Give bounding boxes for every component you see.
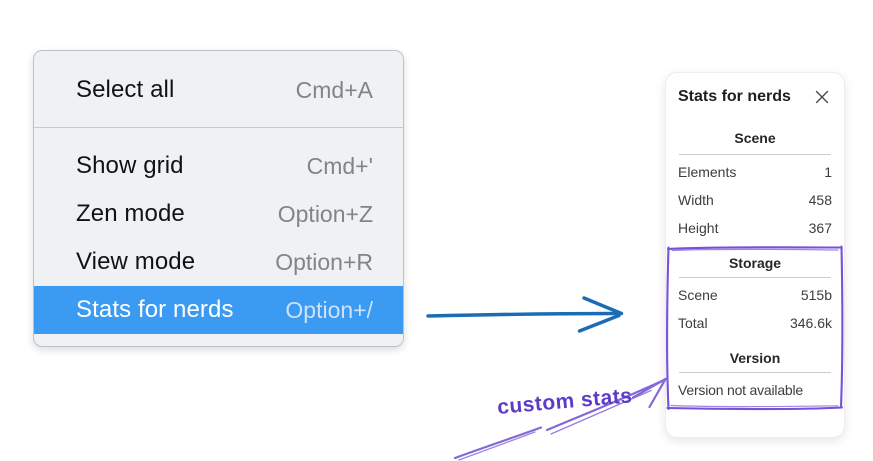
- version-section-heading: Version: [729, 350, 781, 366]
- menu-item-label: Zen mode: [76, 200, 185, 227]
- stat-row-scene-storage: Scene 515b: [678, 281, 832, 309]
- context-menu: Select all Cmd+A Show grid Cmd+' Zen mod…: [33, 50, 404, 347]
- stat-row-total-storage: Total 346.6k: [678, 309, 832, 337]
- stat-value: 458: [808, 192, 832, 208]
- menu-item-shortcut: Cmd+': [306, 152, 373, 179]
- menu-item-label: Show grid: [76, 152, 184, 179]
- stats-panel-header: Stats for nerds: [678, 87, 832, 107]
- stat-label: Total: [678, 315, 708, 331]
- section-divider: [679, 277, 831, 278]
- menu-item-shortcut: Cmd+A: [295, 76, 373, 103]
- menu-item-shortcut: Option+Z: [277, 200, 373, 227]
- close-icon: [815, 90, 829, 104]
- stat-value: 1: [824, 164, 832, 180]
- menu-item-show-grid[interactable]: Show grid Cmd+': [34, 142, 403, 190]
- stat-value: 346.6k: [789, 315, 832, 331]
- menu-divider: [34, 127, 403, 128]
- menu-item-stats-for-nerds[interactable]: Stats for nerds Option+/: [34, 286, 403, 334]
- arrow-right-drawing: [426, 296, 624, 333]
- stat-label: Height: [678, 220, 719, 236]
- stat-label: Width: [678, 192, 714, 208]
- menu-item-label: View mode: [76, 248, 196, 275]
- stats-panel: Stats for nerds Scene Elements 1 Width 4…: [665, 72, 845, 438]
- menu-item-label: Stats for nerds: [76, 296, 234, 323]
- menu-item-label: Select all: [76, 76, 175, 103]
- menu-item-shortcut: Option+/: [285, 296, 373, 323]
- stat-row-width: Width 458: [678, 186, 832, 214]
- version-note: Version not available: [678, 382, 803, 398]
- stat-row-height: Height 367: [678, 214, 832, 242]
- stat-label: Elements: [678, 164, 737, 180]
- close-button[interactable]: [812, 87, 832, 107]
- stat-value: 515b: [800, 287, 832, 303]
- menu-item-select-all[interactable]: Select all Cmd+A: [34, 66, 403, 114]
- stat-value: 367: [808, 220, 832, 236]
- scene-section-heading: Scene: [734, 130, 776, 146]
- menu-item-view-mode[interactable]: View mode Option+R: [34, 238, 403, 286]
- section-divider: [679, 154, 831, 155]
- annotation-label: custom stats: [496, 384, 634, 419]
- storage-section-heading: Storage: [728, 255, 782, 271]
- stat-label: Scene: [678, 287, 718, 303]
- menu-item-shortcut: Option+R: [275, 248, 373, 275]
- menu-item-zen-mode[interactable]: Zen mode Option+Z: [34, 190, 403, 238]
- stat-row-elements: Elements 1: [678, 158, 832, 186]
- section-divider: [679, 372, 831, 373]
- stats-panel-title: Stats for nerds: [678, 88, 791, 105]
